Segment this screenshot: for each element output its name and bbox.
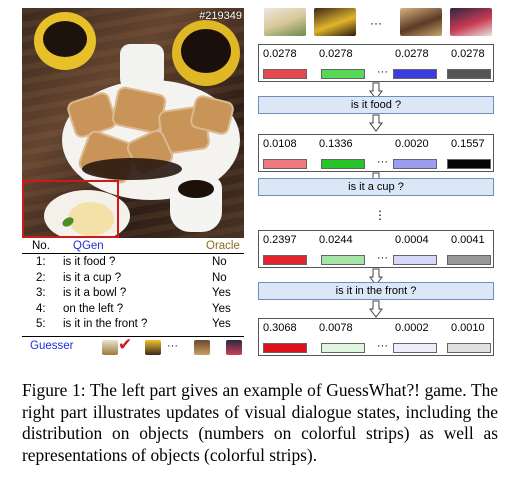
object-thumbnails: ··· — [262, 8, 494, 38]
candidate-drink-thumbnail — [226, 340, 242, 355]
vertical-ellipsis: ⋮ — [374, 208, 386, 222]
state-value: 0.1557 — [451, 138, 485, 150]
strip-ellipsis: ··· — [377, 66, 388, 78]
guesser-bar: Guesser ✔ ··· — [22, 335, 244, 356]
header-oracle: Oracle — [206, 240, 240, 252]
object-strip — [393, 69, 437, 79]
object-strip — [321, 69, 365, 79]
down-arrow-icon — [369, 300, 383, 318]
row-number: 2: — [36, 271, 46, 284]
guesser-label: Guesser — [30, 340, 74, 352]
object-strip — [321, 343, 365, 353]
coffee-cup-left — [34, 12, 96, 70]
sauce-pitcher — [170, 176, 222, 232]
row-question: is it food ? — [63, 256, 116, 268]
strip-ellipsis: ··· — [377, 252, 388, 264]
header-no: No. — [32, 240, 50, 252]
dialogue-row: 1: is it food ? No — [22, 254, 244, 270]
down-arrow-icon — [369, 82, 383, 100]
state-value: 0.0078 — [319, 322, 353, 334]
object-strip — [263, 69, 307, 79]
row-question: is it a bowl ? — [63, 287, 127, 300]
object-strip — [447, 255, 491, 265]
strip-ellipsis: ··· — [377, 156, 388, 168]
state-value: 0.2397 — [263, 234, 297, 246]
dialogue-state-2: 0.2397 0.0244 0.0004 0.0041 ··· — [258, 230, 494, 268]
state-value: 0.0004 — [395, 234, 429, 246]
row-question: is it a cup ? — [63, 271, 122, 284]
photo-id: #219349 — [199, 10, 242, 22]
state-value: 0.0010 — [451, 322, 485, 334]
state-value: 0.0108 — [263, 138, 297, 150]
object-thumbnail-drink — [450, 8, 492, 36]
question-box: is it food ? — [258, 96, 494, 114]
object-strip — [447, 343, 491, 353]
figure-caption: Figure 1: The left part gives an example… — [22, 380, 498, 465]
question-box: is it a cup ? — [258, 178, 494, 196]
object-strip — [321, 159, 365, 169]
coffee-cup-right — [172, 20, 240, 86]
row-answer: Yes — [212, 318, 231, 331]
strip-ellipsis: ··· — [377, 340, 388, 352]
row-question: is it in the front ? — [63, 318, 148, 331]
state-value: 0.0278 — [451, 48, 485, 60]
ice-cream-scoop — [68, 202, 114, 236]
dialogue-state-1: 0.0108 0.1336 0.0020 0.1557 ··· — [258, 134, 494, 172]
state-value: 0.3068 — [263, 322, 297, 334]
row-number: 1: — [36, 256, 46, 268]
candidate-bowl-thumbnail — [102, 340, 118, 355]
state-value: 0.0278 — [263, 48, 297, 60]
state-value: 0.0002 — [395, 322, 429, 334]
candidate-pastry-thumbnail — [194, 340, 210, 355]
row-number: 4: — [36, 302, 46, 315]
object-thumbnail-pastry — [400, 8, 442, 36]
object-thumbnail-bowl — [264, 8, 306, 36]
state-value: 0.0041 — [451, 234, 485, 246]
dialogue-row: 2: is it a cup ? No — [22, 270, 244, 286]
dialogue-state-3: 0.3068 0.0078 0.0002 0.0010 ··· — [258, 318, 494, 356]
state-value: 0.0278 — [319, 48, 353, 60]
row-number: 5: — [36, 318, 46, 331]
object-strip — [393, 159, 437, 169]
state-value: 0.1336 — [319, 138, 353, 150]
object-strip — [447, 69, 491, 79]
state-value: 0.0278 — [395, 48, 429, 60]
dialogue-row: 3: is it a bowl ? Yes — [22, 285, 244, 301]
object-strip — [321, 255, 365, 265]
guesser-ellipsis: ··· — [167, 340, 178, 352]
row-question: on the left ? — [63, 302, 124, 315]
candidate-cup-thumbnail — [145, 340, 161, 355]
dialogue-row: 5: is it in the front ? Yes — [22, 316, 244, 332]
object-strip — [447, 159, 491, 169]
row-number: 3: — [36, 287, 46, 300]
state-value: 0.0020 — [395, 138, 429, 150]
dialogue-header: No. QGen Oracle — [22, 238, 244, 254]
row-answer: Yes — [212, 287, 231, 300]
thumbnail-ellipsis: ··· — [370, 16, 382, 30]
object-strip — [263, 159, 307, 169]
row-answer: Yes — [212, 302, 231, 315]
dialogue-table: No. QGen Oracle 1: is it food ? No 2: is… — [22, 238, 244, 332]
object-strip — [263, 343, 307, 353]
dialogue-state-0: 0.0278 0.0278 0.0278 0.0278 ··· — [258, 44, 494, 82]
chocolate-sauce — [82, 158, 182, 180]
down-arrow-icon — [369, 114, 383, 132]
down-arrow-icon — [369, 268, 383, 286]
game-photo: #219349 — [22, 8, 244, 238]
dialogue-row: 4: on the left ? Yes — [22, 301, 244, 317]
row-answer: No — [212, 271, 227, 284]
row-answer: No — [212, 256, 227, 268]
checkmark-icon: ✔ — [118, 335, 133, 354]
state-value: 0.0244 — [319, 234, 353, 246]
question-box: is it in the front ? — [258, 282, 494, 300]
object-strip — [393, 343, 437, 353]
object-strip — [263, 255, 307, 265]
object-thumbnail-cup — [314, 8, 356, 36]
object-strip — [393, 255, 437, 265]
header-qgen: QGen — [73, 240, 104, 252]
target-bounding-box — [22, 180, 119, 238]
